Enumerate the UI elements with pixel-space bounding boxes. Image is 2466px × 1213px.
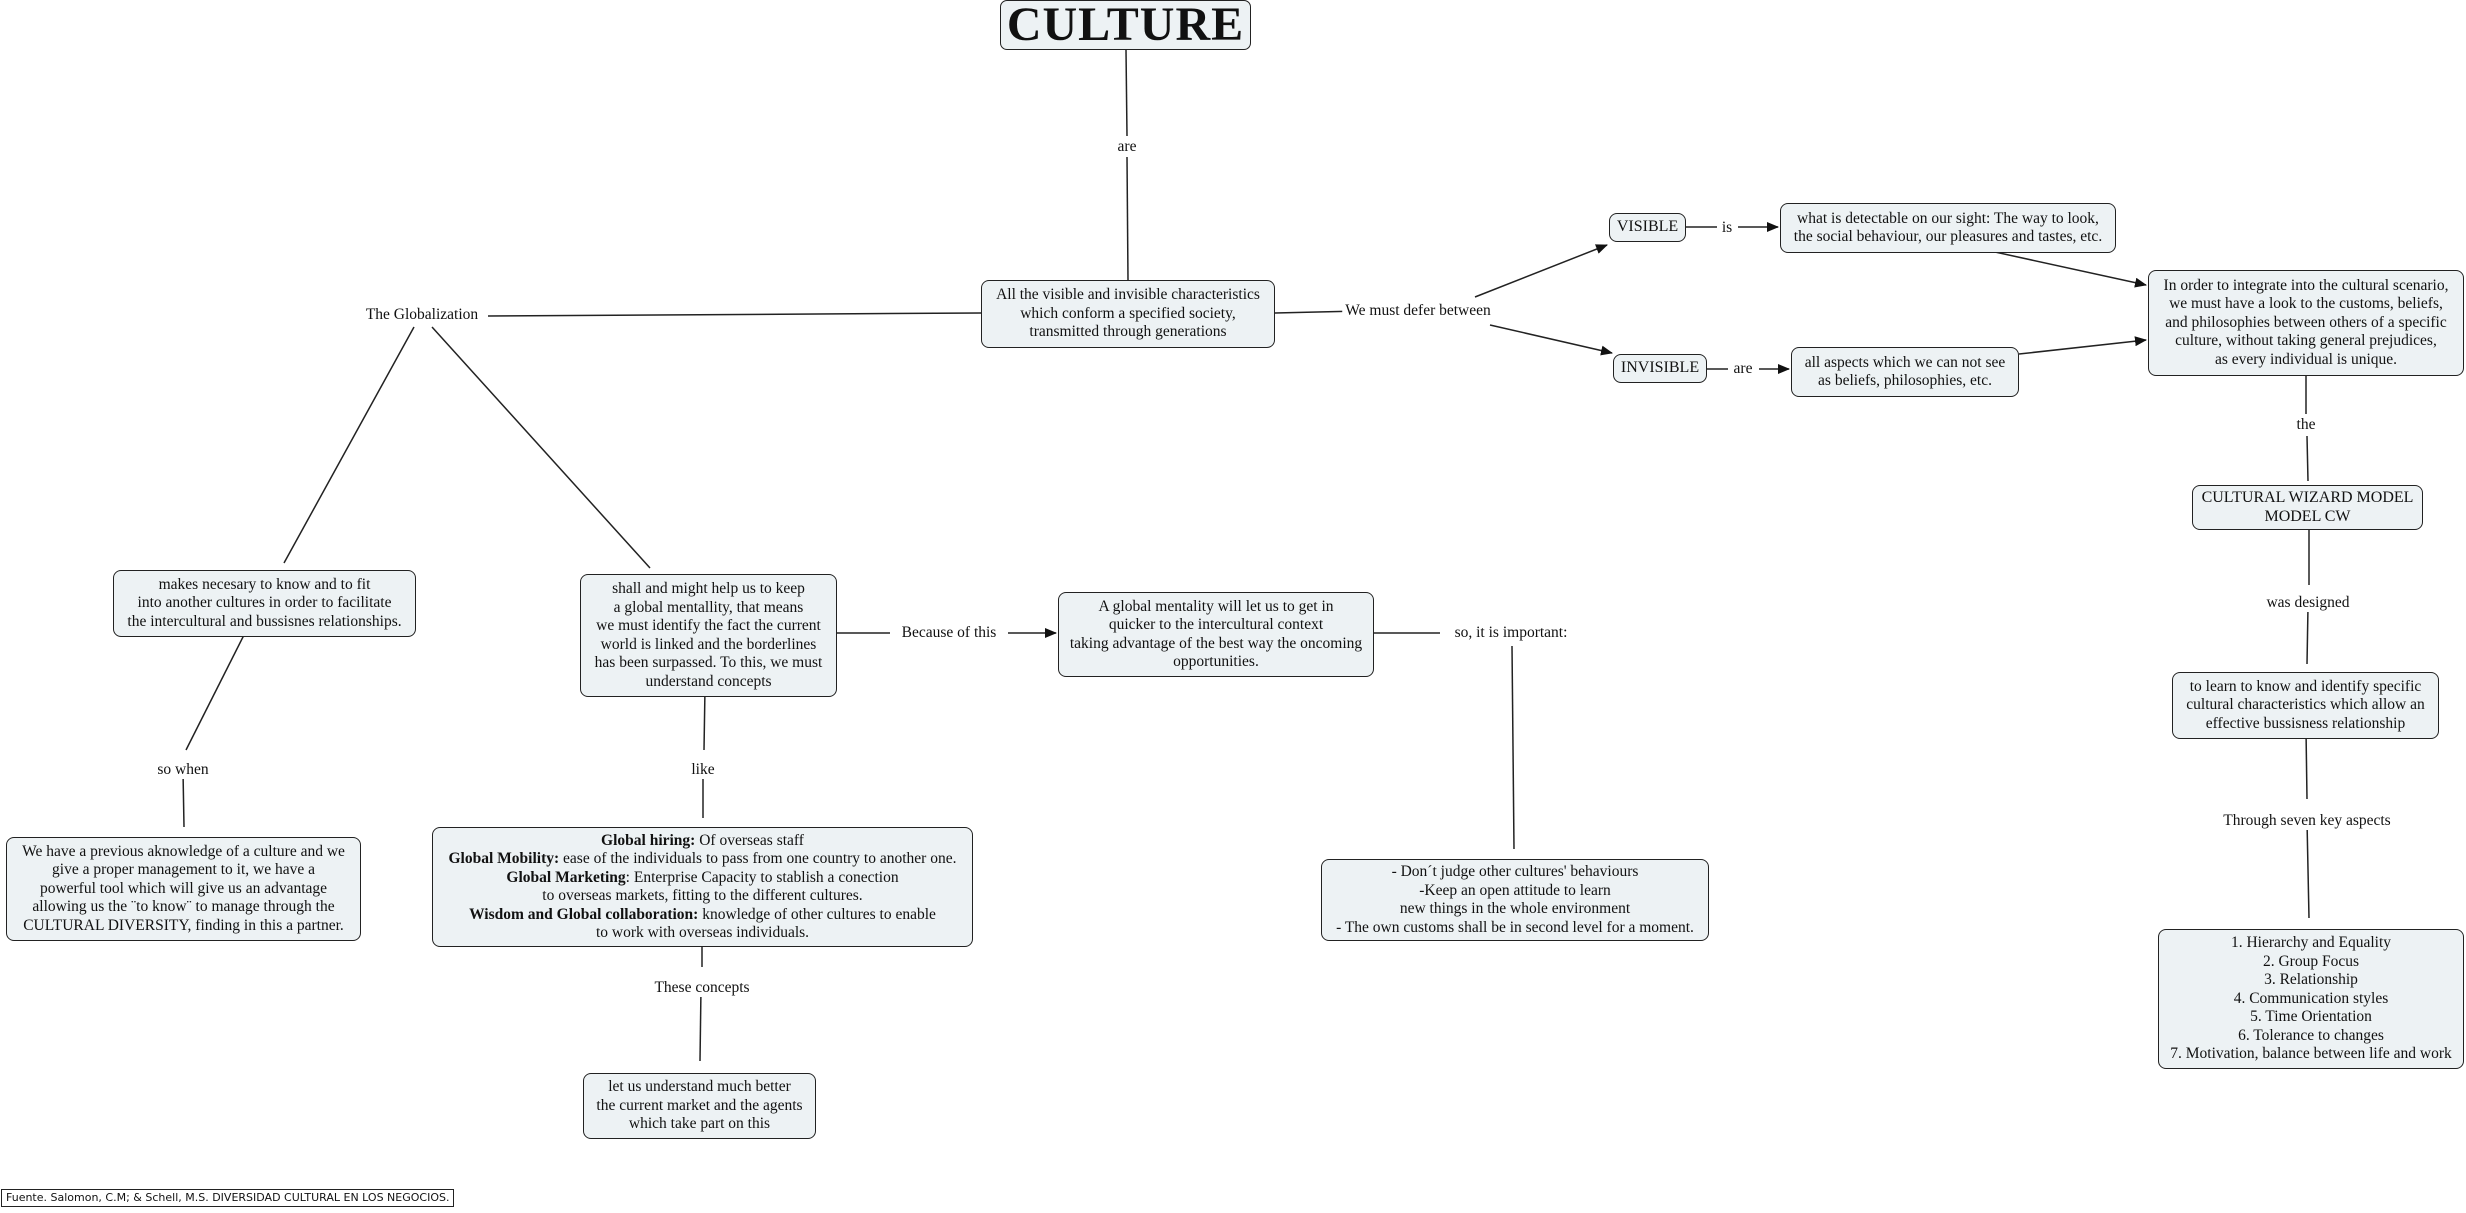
- link-label-are: are: [1114, 138, 1140, 156]
- culture-title-node[interactable]: CULTURE: [1000, 0, 1251, 50]
- link-label-because: Because of this: [898, 624, 1000, 642]
- aspect-item: 6. Tolerance to changes: [2238, 1026, 2384, 1044]
- link-label-are-invisible: are: [1730, 360, 1756, 378]
- aspect-item: 2. Group Focus: [2262, 952, 2359, 970]
- concept-global-marketing: Global Marketing: Enterprise Capacity to…: [506, 868, 899, 886]
- previous-knowledge-node[interactable]: We have a previous aknowledge of a cultu…: [6, 837, 361, 941]
- important-rules-node[interactable]: - Don´t judge other cultures' behaviours…: [1321, 859, 1709, 941]
- aspect-item: 1. Hierarchy and Equality: [2230, 934, 2392, 952]
- link-label-is: is: [1718, 219, 1736, 237]
- global-mentality-help-node[interactable]: shall and might help us to keep a global…: [580, 574, 837, 697]
- seven-aspects-node[interactable]: 1. Hierarchy and Equality 2. Group Focus…: [2158, 929, 2464, 1069]
- link-label-seven-aspects: Through seven key aspects: [2220, 812, 2394, 830]
- aspect-item: 3. Relationship: [2264, 971, 2358, 989]
- link-label-like: like: [688, 761, 718, 779]
- concept-wisdom-collaboration: Wisdom and Global collaboration: knowled…: [469, 905, 936, 923]
- link-label-these-concepts: These concepts: [651, 979, 753, 997]
- invisible-node[interactable]: INVISIBLE: [1613, 354, 1707, 383]
- culture-definition-node[interactable]: All the visible and invisible characteri…: [981, 280, 1275, 348]
- aspect-item: 4. Communication styles: [2233, 989, 2389, 1007]
- global-mentality-node[interactable]: A global mentality will let us to get in…: [1058, 592, 1374, 677]
- link-label-so-when: so when: [154, 761, 212, 779]
- understand-market-node[interactable]: let us understand much better the curren…: [583, 1073, 816, 1139]
- integrate-cultural-scenario-node[interactable]: In order to integrate into the cultural …: [2148, 270, 2464, 376]
- aspect-item: 5. Time Orientation: [2250, 1008, 2372, 1026]
- invisible-description-node[interactable]: all aspects which we can not see as beli…: [1791, 347, 2019, 397]
- concept-wisdom-collaboration-cont: to work with overseas individuals.: [595, 924, 810, 941]
- link-label-defer: We must defer between: [1342, 302, 1494, 320]
- global-concepts-node[interactable]: Global hiring: Of overseas staff Global …: [432, 827, 973, 947]
- link-label-important: so, it is important:: [1451, 624, 1571, 642]
- visible-description-node[interactable]: what is detectable on our sight: The way…: [1780, 203, 2116, 253]
- makes-necessary-node[interactable]: makes necesary to know and to fit into a…: [113, 570, 416, 637]
- concept-global-hiring: Global hiring: Of overseas staff: [601, 831, 804, 849]
- link-label-the: the: [2293, 416, 2319, 434]
- source-citation: Fuente. Salomon, C.M; & Schell, M.S. DIV…: [1, 1189, 455, 1207]
- link-label-was-designed: was designed: [2263, 594, 2353, 612]
- cultural-wizard-model-node[interactable]: CULTURAL WIZARD MODEL MODEL CW: [2192, 485, 2423, 530]
- visible-node[interactable]: VISIBLE: [1609, 213, 1686, 242]
- learn-identify-node[interactable]: to learn to know and identify specific c…: [2172, 672, 2439, 739]
- link-label-globalization: The Globalization: [362, 306, 482, 324]
- aspect-item: 7. Motivation, balance between life and …: [2170, 1045, 2452, 1063]
- concept-global-marketing-cont: to overseas markets, fitting to the diff…: [542, 887, 863, 904]
- concept-global-mobility: Global Mobility: ease of the individuals…: [448, 850, 957, 867]
